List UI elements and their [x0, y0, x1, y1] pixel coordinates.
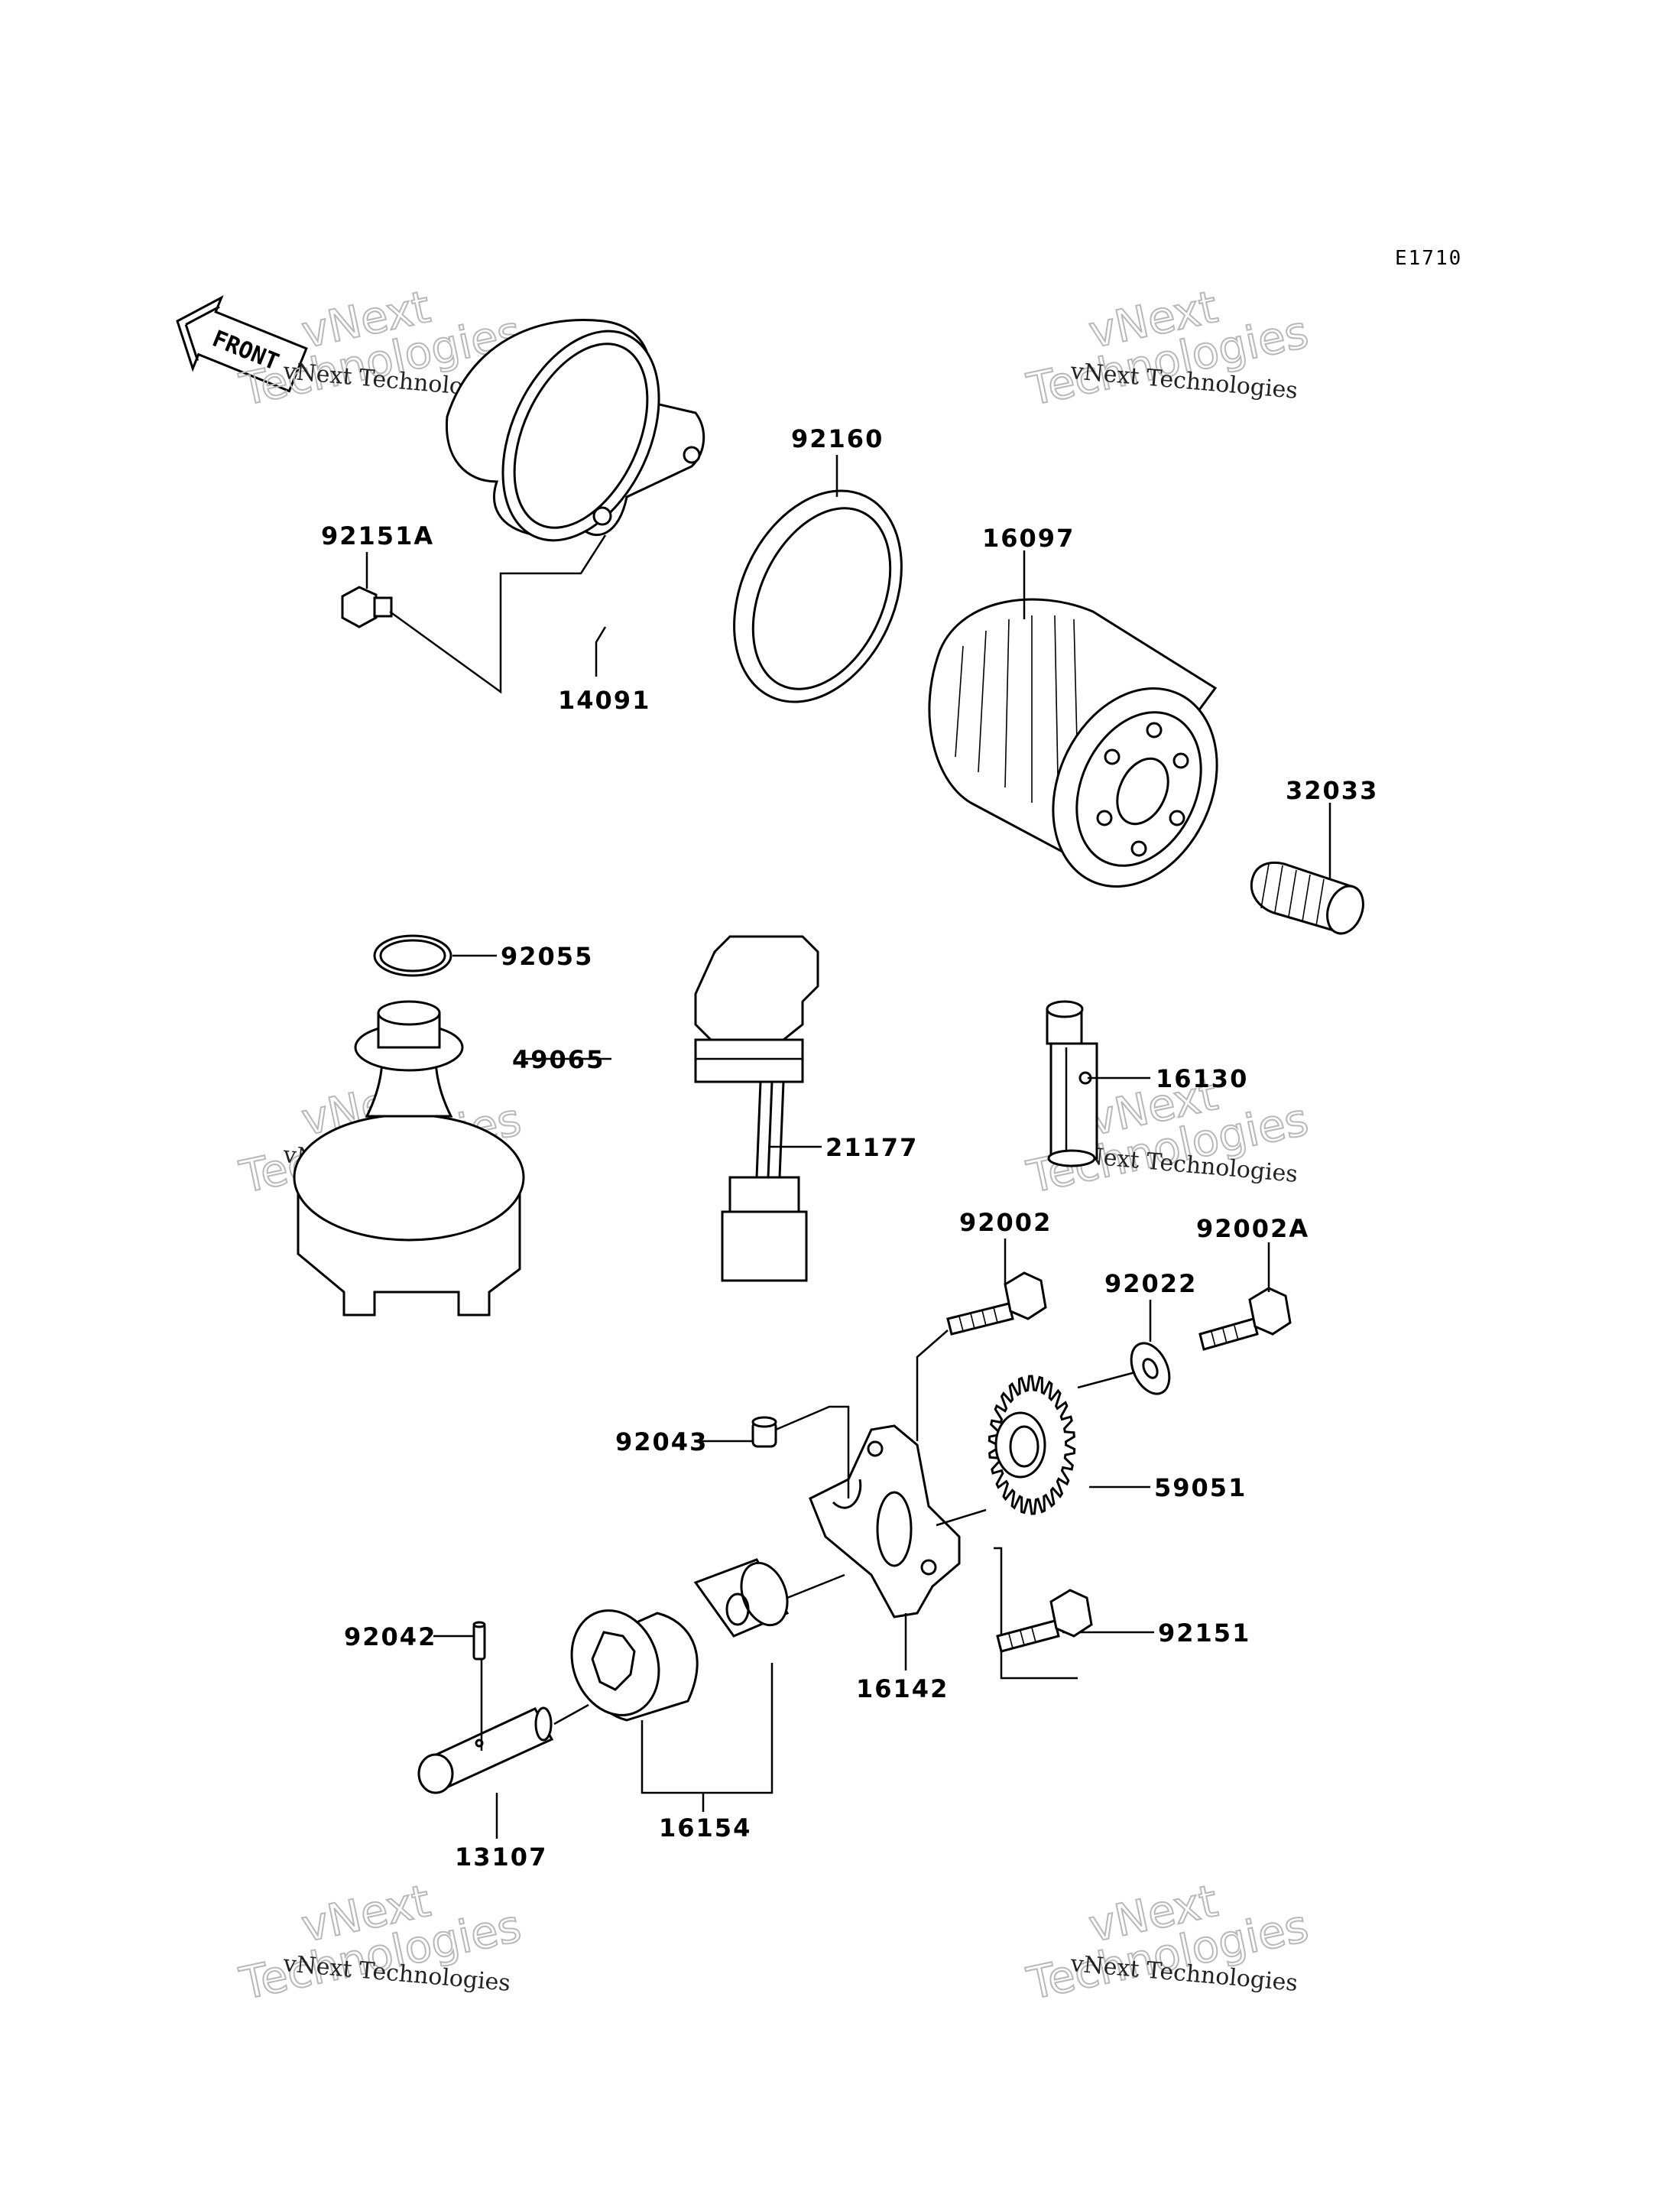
label-92151A[interactable]: 92151A	[321, 521, 434, 550]
label-92043[interactable]: 92043	[615, 1427, 708, 1456]
part-labels: 92151A 14091 92160 16097 32033 92055 490…	[321, 424, 1378, 1872]
label-21177[interactable]: 21177	[825, 1133, 918, 1162]
watermark-top-right: vNext Technologies vNext Technologies	[1022, 280, 1314, 417]
diagram-code: E1710	[1395, 247, 1462, 270]
part-92002-bolt[interactable]	[946, 1271, 1047, 1336]
part-16154-rotor-set[interactable]	[557, 1557, 795, 1728]
part-92022-washer[interactable]	[1124, 1337, 1176, 1400]
part-32033-fitting[interactable]	[1250, 861, 1369, 938]
part-16130-switch[interactable]	[1046, 1000, 1098, 1167]
part-16097-oil-filter[interactable]	[928, 598, 1248, 914]
label-92042[interactable]: 92042	[344, 1622, 436, 1651]
part-21177-sensor[interactable]	[694, 935, 819, 1282]
label-13107[interactable]: 13107	[455, 1842, 547, 1872]
label-16097[interactable]: 16097	[982, 524, 1075, 553]
part-92160-ring[interactable]	[702, 463, 934, 729]
label-49065[interactable]: 49065	[512, 1045, 605, 1074]
leader-lines	[365, 455, 1331, 1839]
part-92043-dowel[interactable]	[751, 1416, 777, 1448]
part-14091-bracket[interactable]	[445, 307, 705, 566]
part-92055-o-ring[interactable]	[373, 934, 452, 977]
front-arrow-icon: FRONT	[176, 295, 308, 393]
watermark-bottom-left: vNext Technologies vNext Technologies	[235, 1874, 527, 2011]
part-92151-bolt[interactable]	[996, 1589, 1093, 1653]
part-59051-gear[interactable]	[988, 1375, 1076, 1515]
watermark-bottom-right: vNext Technologies vNext Technologies	[1022, 1874, 1314, 2011]
part-13107-shaft[interactable]	[417, 1706, 554, 1794]
label-59051[interactable]: 59051	[1154, 1473, 1247, 1502]
label-16142[interactable]: 16142	[856, 1674, 949, 1703]
label-92055[interactable]: 92055	[501, 942, 593, 971]
part-49065-strainer[interactable]	[293, 1000, 525, 1317]
part-92002A-bolt[interactable]	[1198, 1287, 1292, 1351]
label-92002[interactable]: 92002	[959, 1208, 1052, 1237]
label-92151[interactable]: 92151	[1158, 1618, 1250, 1648]
label-92022[interactable]: 92022	[1104, 1269, 1197, 1298]
label-92002A[interactable]: 92002A	[1196, 1214, 1309, 1243]
label-92160[interactable]: 92160	[791, 424, 884, 453]
label-16154[interactable]: 16154	[659, 1813, 751, 1842]
label-16130[interactable]: 16130	[1156, 1064, 1248, 1093]
label-14091[interactable]: 14091	[558, 686, 650, 715]
part-92151A-bolt[interactable]	[341, 586, 393, 628]
part-16142-pump-body[interactable]	[809, 1424, 961, 1618]
label-32033[interactable]: 32033	[1286, 776, 1378, 805]
part-92042-pin[interactable]	[472, 1621, 486, 1661]
